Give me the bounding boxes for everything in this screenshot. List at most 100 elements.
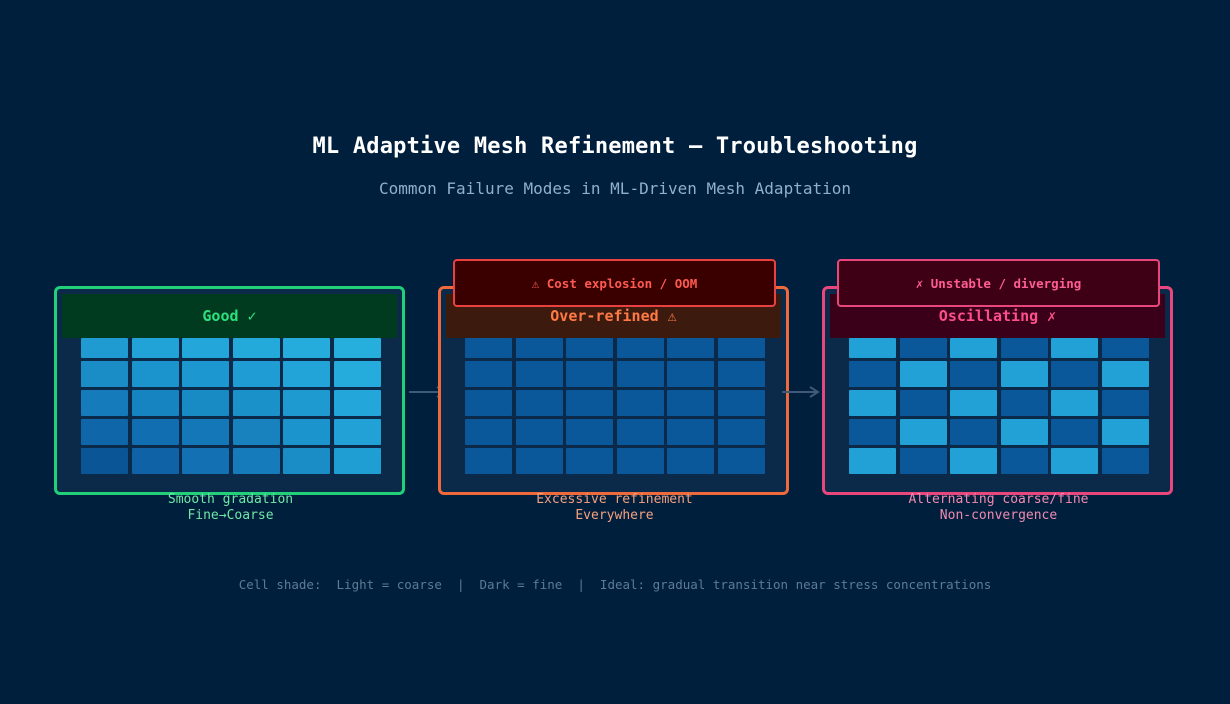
mesh-cell [1051,338,1098,358]
panel-over-refined: Over-refined ⚠ [438,286,789,495]
mesh-cell [849,390,896,416]
caption-over-refined-line1: Excessive refinement [536,492,693,507]
mesh-cell [283,448,330,474]
caption-oscillating-line2: Non-convergence [939,508,1058,523]
mesh-cell [131,419,179,445]
mesh-cell [950,419,997,445]
mesh-cell [131,448,179,474]
mesh-cell [515,361,563,387]
mesh-cell [717,419,765,445]
mesh-cell [515,419,563,445]
mesh-cell [899,390,947,416]
mesh-cell [1051,419,1098,445]
caption-good-line2: Fine→Coarse [187,508,274,523]
mesh-cell [950,448,997,474]
mesh-cell [232,361,280,387]
mesh-cell [333,361,381,387]
mesh-cell [182,448,229,474]
mesh-cell [81,361,128,387]
mesh-cell [566,390,613,416]
mesh-cell [899,338,947,358]
mesh-cell [717,390,765,416]
mesh-grid-good [81,338,381,474]
page-title: ML Adaptive Mesh Refinement — Troublesho… [312,134,918,159]
mesh-cell [899,448,947,474]
mesh-cell [232,338,280,358]
mesh-cell [616,338,664,358]
mesh-cell [465,390,512,416]
mesh-cell [616,390,664,416]
mesh-cell [81,390,128,416]
mesh-cell [1101,361,1149,387]
mesh-cell [950,338,997,358]
mesh-cell [717,361,765,387]
mesh-cell [1101,448,1149,474]
mesh-cell [465,361,512,387]
mesh-cell [717,448,765,474]
mesh-cell [81,448,128,474]
mesh-cell [950,361,997,387]
mesh-cell [566,361,613,387]
mesh-cell [515,448,563,474]
mesh-cell [1051,361,1098,387]
error-badge-unstable: ✗ Unstable / diverging [837,259,1160,307]
mesh-cell [1000,390,1048,416]
mesh-cell [465,448,512,474]
mesh-cell [515,338,563,358]
mesh-cell [616,448,664,474]
mesh-cell [283,390,330,416]
mesh-cell [283,338,330,358]
mesh-cell [566,448,613,474]
mesh-cell [131,390,179,416]
mesh-cell [1000,448,1048,474]
mesh-cell [182,390,229,416]
mesh-cell [899,361,947,387]
mesh-cell [232,390,280,416]
mesh-cell [1051,448,1098,474]
mesh-cell [950,390,997,416]
mesh-cell [667,390,714,416]
legend-footnote: Cell shade: Light = coarse | Dark = fine… [238,577,992,592]
mesh-cell [131,361,179,387]
mesh-cell [1101,419,1149,445]
caption-over-refined-line2: Everywhere [575,508,654,523]
mesh-cell [566,419,613,445]
mesh-cell [616,361,664,387]
mesh-cell [81,338,128,358]
mesh-cell [333,419,381,445]
mesh-cell [1000,361,1048,387]
mesh-cell [465,419,512,445]
caption-oscillating: Alternating coarse/fine Non-convergence [823,492,1174,524]
mesh-cell [849,448,896,474]
mesh-cell [667,361,714,387]
mesh-cell [667,448,714,474]
mesh-cell [515,390,563,416]
mesh-cell [1000,338,1048,358]
mesh-cell [1101,338,1149,358]
mesh-cell [81,419,128,445]
mesh-cell [899,419,947,445]
mesh-cell [1000,419,1048,445]
mesh-cell [465,338,512,358]
mesh-cell [182,419,229,445]
mesh-cell [849,361,896,387]
mesh-cell [667,338,714,358]
arrow-right-icon [782,386,820,398]
mesh-cell [182,338,229,358]
mesh-cell [717,338,765,358]
mesh-cell [232,448,280,474]
mesh-cell [616,419,664,445]
mesh-grid-over-refined [465,338,765,474]
mesh-cell [333,390,381,416]
mesh-cell [333,448,381,474]
caption-over-refined: Excessive refinement Everywhere [439,492,790,524]
caption-good-line1: Smooth gradation [167,492,294,507]
mesh-cell [667,419,714,445]
panel-header-good: Good ✓ [62,294,397,338]
mesh-cell [1051,390,1098,416]
panel-oscillating: Oscillating ✗ [822,286,1173,495]
mesh-cell [566,338,613,358]
mesh-cell [333,338,381,358]
mesh-cell [849,419,896,445]
caption-oscillating-line1: Alternating coarse/fine [908,492,1089,507]
